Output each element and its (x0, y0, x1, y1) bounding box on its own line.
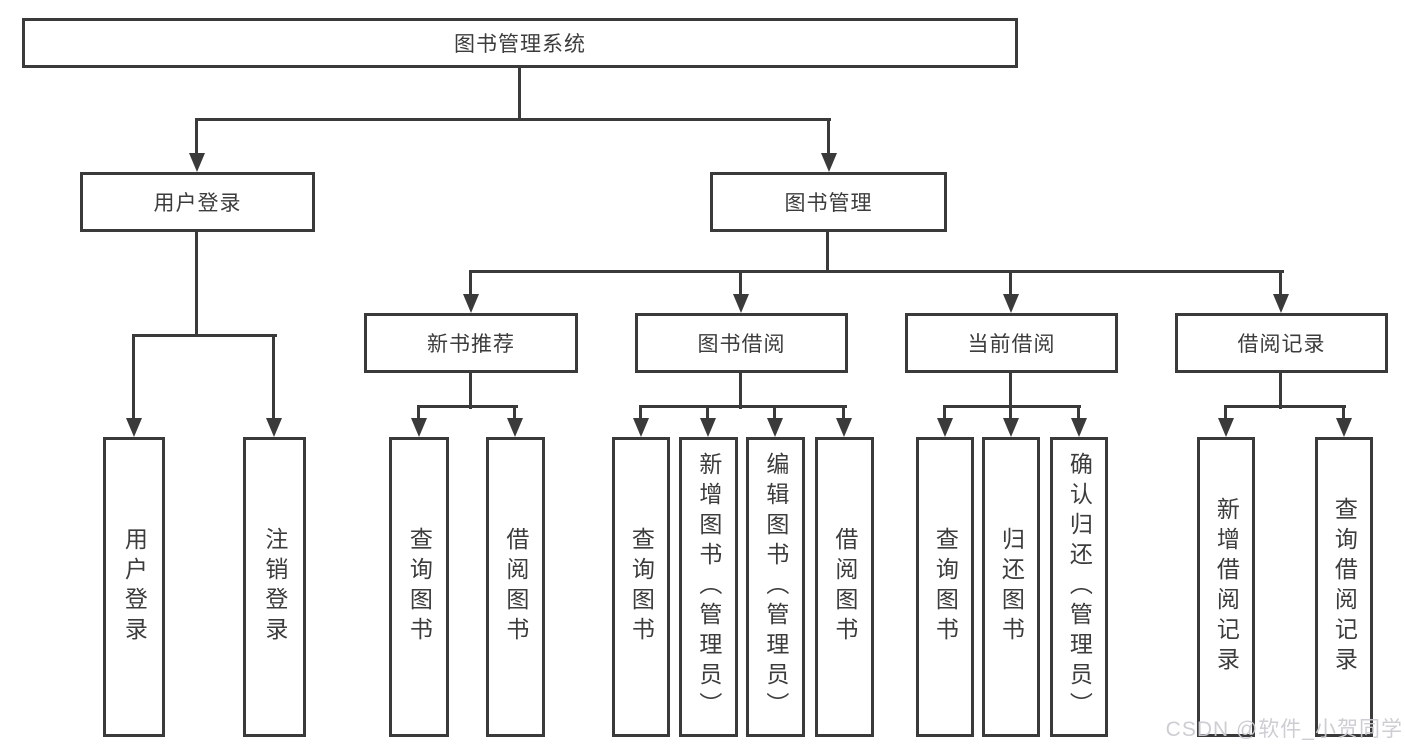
connector-line (1279, 270, 1282, 297)
leaf-return-books: 归还图书 (982, 437, 1040, 737)
node-label: 查询图书 (628, 527, 655, 647)
connector-line (706, 405, 709, 421)
leaf-add-book-admin: 新增图书（管理员） (679, 437, 738, 737)
leaf-query-books-borrowing: 查询图书 (612, 437, 670, 737)
arrow-down-icon (767, 418, 783, 437)
connector-line (1279, 373, 1282, 409)
arrow-down-icon (1273, 294, 1289, 313)
node-label: 查询图书 (932, 527, 959, 647)
leaf-query-books-current: 查询图书 (916, 437, 974, 737)
node-borrowing-records: 借阅记录 (1175, 313, 1388, 373)
arrow-down-icon (189, 153, 205, 172)
connector-line (639, 405, 847, 408)
node-label: 图书管理 (784, 192, 873, 215)
csdn-watermark: CSDN @软件_小贺同学 (1165, 718, 1403, 741)
node-label: 查询图书 (406, 527, 433, 647)
connector-line (1342, 405, 1345, 421)
connector-line (739, 270, 742, 297)
connector-line (1077, 405, 1080, 421)
connector-line (1009, 405, 1012, 421)
connector-line (827, 118, 830, 156)
connector-line (1009, 373, 1012, 409)
connector-line (417, 405, 518, 408)
arrow-down-icon (126, 418, 142, 437)
node-label: 确认归还（管理员） (1066, 452, 1093, 722)
leaf-logout: 注销登录 (243, 437, 306, 737)
arrow-down-icon (507, 418, 523, 437)
arrow-down-icon (1003, 418, 1019, 437)
leaf-add-borrow-record: 新增借阅记录 (1197, 437, 1255, 737)
leaf-query-books-recommend: 查询图书 (389, 437, 449, 737)
node-new-book-recommend: 新书推荐 (364, 313, 578, 373)
arrow-down-icon (266, 418, 282, 437)
node-book-borrowing: 图书借阅 (635, 313, 848, 373)
node-user-login: 用户登录 (80, 172, 315, 232)
connector-line (518, 68, 521, 121)
connector-line (272, 334, 275, 421)
arrow-down-icon (1218, 418, 1234, 437)
connector-line (469, 270, 1284, 273)
arrow-down-icon (836, 418, 852, 437)
connector-line (773, 405, 776, 421)
connector-line (469, 270, 472, 297)
node-label: 借阅图书 (502, 527, 529, 647)
node-label: 注销登录 (261, 527, 288, 647)
connector-line (943, 405, 946, 421)
node-label: 新书推荐 (427, 333, 515, 356)
connector-line (195, 232, 198, 337)
connector-line (132, 334, 277, 337)
connector-line (1009, 270, 1012, 297)
arrow-down-icon (1003, 294, 1019, 313)
leaf-confirm-return-admin: 确认归还（管理员） (1050, 437, 1108, 737)
connector-line (842, 405, 845, 421)
node-library-management-system: 图书管理系统 (22, 18, 1018, 68)
node-label: 用户登录 (153, 192, 242, 215)
node-label: 新增图书（管理员） (695, 452, 722, 722)
connector-line (195, 118, 831, 121)
arrow-down-icon (1336, 418, 1352, 437)
node-current-borrowing: 当前借阅 (905, 313, 1118, 373)
node-book-management: 图书管理 (710, 172, 947, 232)
leaf-user-login: 用户登录 (103, 437, 165, 737)
leaf-borrow-books-borrowing: 借阅图书 (815, 437, 874, 737)
arrow-down-icon (463, 294, 479, 313)
leaf-query-borrow-record: 查询借阅记录 (1315, 437, 1373, 737)
node-label: 编辑图书（管理员） (762, 452, 789, 722)
connector-line (826, 232, 829, 273)
arrow-down-icon (937, 418, 953, 437)
connector-line (132, 334, 135, 421)
node-label: 新增借阅记录 (1213, 497, 1240, 677)
connector-line (639, 405, 642, 421)
node-label: 用户登录 (121, 527, 148, 647)
leaf-borrow-books-recommend: 借阅图书 (486, 437, 545, 737)
leaf-edit-book-admin: 编辑图书（管理员） (746, 437, 805, 737)
node-label: 借阅图书 (831, 527, 858, 647)
arrow-down-icon (733, 294, 749, 313)
arrow-down-icon (700, 418, 716, 437)
connector-line (739, 373, 742, 409)
node-label: 归还图书 (998, 527, 1025, 647)
node-label: 当前借阅 (967, 333, 1056, 356)
connector-line (195, 118, 198, 156)
node-label: 图书借阅 (697, 333, 786, 356)
arrow-down-icon (411, 418, 427, 437)
node-label: 图书管理系统 (454, 33, 586, 56)
connector-line (417, 405, 420, 421)
connector-line (513, 405, 516, 421)
connector-line (1224, 405, 1346, 408)
connector-line (1224, 405, 1227, 421)
arrow-down-icon (633, 418, 649, 437)
arrow-down-icon (821, 153, 837, 172)
arrow-down-icon (1071, 418, 1087, 437)
connector-line (943, 405, 1081, 408)
node-label: 查询借阅记录 (1331, 497, 1358, 677)
connector-line (469, 373, 472, 409)
node-label: 借阅记录 (1237, 333, 1326, 356)
